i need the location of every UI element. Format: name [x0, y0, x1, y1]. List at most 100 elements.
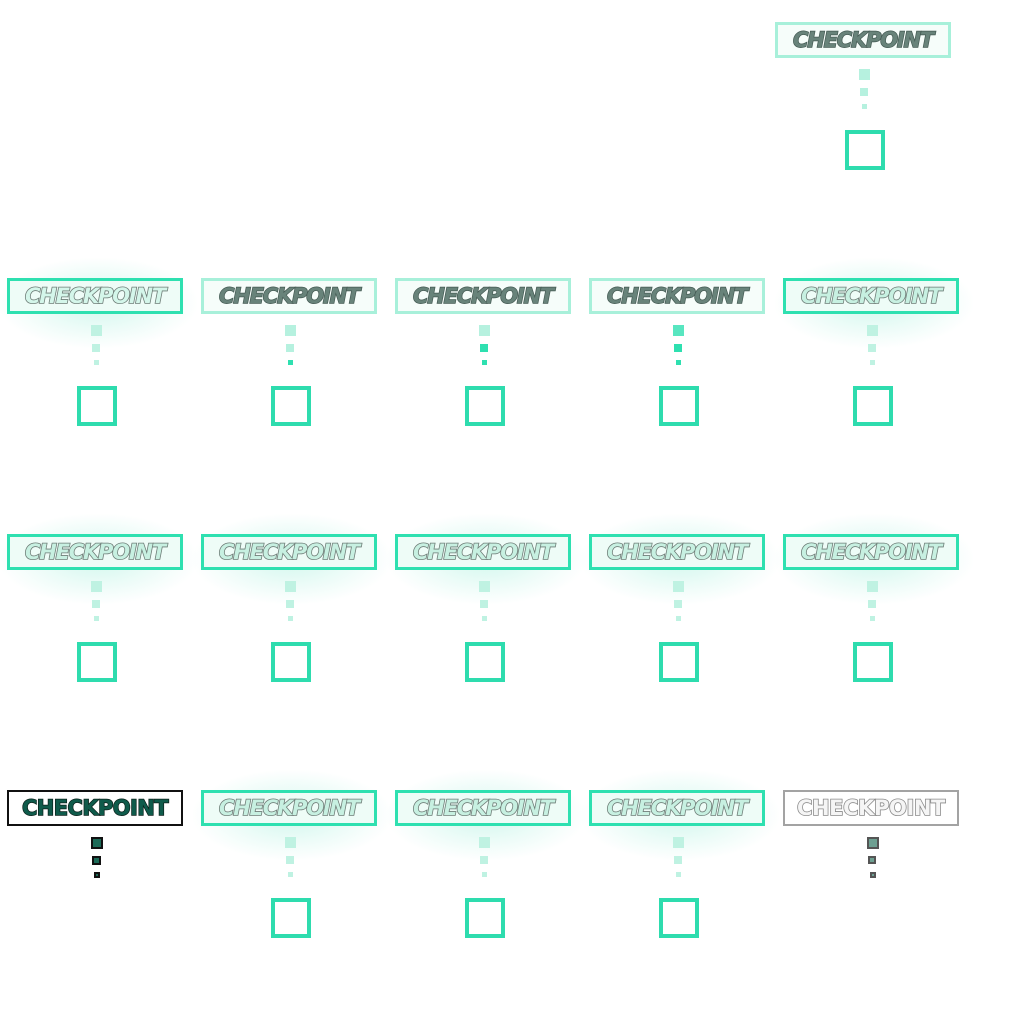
trail-dot-icon: [92, 344, 100, 352]
sign-label: CHECKPOINT: [24, 283, 167, 309]
sign-label: CHECKPOINT: [24, 539, 167, 565]
checkpoint-sprite-r3c2: CHECKPOINT: [387, 770, 585, 960]
trail-dot-icon: [479, 581, 490, 592]
checkpoint-sign-icon: CHECKPOINT: [589, 790, 765, 826]
trail-dot-icon: [482, 360, 487, 365]
trail-dot-icon: [867, 837, 879, 849]
trail-dot-icon: [480, 856, 488, 864]
checkpoint-marker-icon: [77, 642, 117, 682]
trail-dot-icon: [673, 325, 684, 336]
trail-dot-icon: [480, 344, 488, 352]
checkpoint-marker-icon: [465, 642, 505, 682]
trail-dot-icon: [480, 600, 488, 608]
checkpoint-sprite-r3c0: CHECKPOINT: [7, 790, 189, 960]
checkpoint-sign-icon: CHECKPOINT: [783, 790, 959, 826]
sign-label: CHECKPOINT: [412, 539, 555, 565]
checkpoint-sprite-r2c3: CHECKPOINT: [581, 514, 779, 704]
checkpoint-sign-icon: CHECKPOINT: [783, 278, 959, 314]
checkpoint-sprite-r2c2: CHECKPOINT: [387, 514, 585, 704]
trail-dot-icon: [286, 600, 294, 608]
trail-dot-icon: [673, 837, 684, 848]
checkpoint-sprite-r3c3: CHECKPOINT: [581, 770, 779, 960]
sign-label: CHECKPOINT: [800, 283, 943, 309]
checkpoint-marker-icon: [853, 642, 893, 682]
trail-dot-icon: [674, 600, 682, 608]
checkpoint-marker-icon: [271, 642, 311, 682]
checkpoint-sign-icon: CHECKPOINT: [7, 790, 183, 826]
checkpoint-sign-icon: CHECKPOINT: [201, 790, 377, 826]
sign-label: CHECKPOINT: [800, 539, 943, 565]
trail-dot-icon: [870, 616, 875, 621]
checkpoint-marker-icon: [271, 898, 311, 938]
trail-dot-icon: [91, 325, 102, 336]
trail-dot-icon: [92, 856, 101, 865]
trail-dot-icon: [285, 837, 296, 848]
trail-dot-icon: [94, 872, 100, 878]
checkpoint-sprite-r1c0: CHECKPOINT: [0, 258, 197, 448]
sign-label: CHECKPOINT: [218, 539, 361, 565]
checkpoint-sprite-r0c4: CHECKPOINT: [775, 22, 957, 192]
trail-dot-icon: [288, 360, 293, 365]
checkpoint-sprite-r2c0: CHECKPOINT: [0, 514, 197, 704]
trail-dot-icon: [674, 856, 682, 864]
trail-dot-icon: [286, 856, 294, 864]
trail-dot-icon: [868, 600, 876, 608]
trail-dot-icon: [860, 88, 868, 96]
trail-dot-icon: [288, 872, 293, 877]
checkpoint-marker-icon: [465, 898, 505, 938]
sign-label: CHECKPOINT: [606, 283, 749, 308]
checkpoint-marker-icon: [659, 898, 699, 938]
sign-label: CHECKPOINT: [606, 539, 749, 565]
trail-dot-icon: [867, 325, 878, 336]
checkpoint-sprite-r1c2: CHECKPOINT: [395, 278, 577, 448]
checkpoint-sprite-r1c4: CHECKPOINT: [775, 258, 973, 448]
trail-dot-icon: [859, 69, 870, 80]
trail-dot-icon: [94, 616, 99, 621]
checkpoint-sign-icon: CHECKPOINT: [395, 278, 571, 314]
trail-dot-icon: [285, 581, 296, 592]
checkpoint-marker-icon: [271, 386, 311, 426]
sign-label: CHECKPOINT: [21, 795, 169, 820]
trail-dot-icon: [870, 872, 876, 878]
sign-label: CHECKPOINT: [218, 283, 361, 308]
checkpoint-sprite-r2c1: CHECKPOINT: [193, 514, 391, 704]
trail-dot-icon: [868, 856, 876, 864]
trail-dot-icon: [288, 616, 293, 621]
sign-label: CHECKPOINT: [792, 27, 935, 52]
checkpoint-sign-icon: CHECKPOINT: [395, 534, 571, 570]
trail-dot-icon: [285, 325, 296, 336]
checkpoint-sprite-r2c4: CHECKPOINT: [775, 514, 973, 704]
trail-dot-icon: [870, 360, 875, 365]
trail-dot-icon: [91, 581, 102, 592]
trail-dot-icon: [676, 872, 681, 877]
checkpoint-sprite-r1c3: CHECKPOINT: [589, 278, 771, 448]
checkpoint-marker-icon: [659, 386, 699, 426]
sign-label: CHECKPOINT: [796, 795, 946, 821]
checkpoint-sprite-r1c1: CHECKPOINT: [201, 278, 383, 448]
checkpoint-sign-icon: CHECKPOINT: [589, 278, 765, 314]
trail-dot-icon: [479, 837, 490, 848]
sign-label: CHECKPOINT: [412, 795, 555, 821]
trail-dot-icon: [674, 344, 682, 352]
checkpoint-marker-icon: [659, 642, 699, 682]
checkpoint-marker-icon: [845, 130, 885, 170]
checkpoint-marker-icon: [77, 386, 117, 426]
trail-dot-icon: [673, 581, 684, 592]
checkpoint-marker-icon: [853, 386, 893, 426]
trail-dot-icon: [479, 325, 490, 336]
trail-dot-icon: [676, 360, 681, 365]
trail-dot-icon: [862, 104, 867, 109]
sign-label: CHECKPOINT: [218, 795, 361, 821]
trail-dot-icon: [286, 344, 294, 352]
trail-dot-icon: [676, 616, 681, 621]
checkpoint-sign-icon: CHECKPOINT: [783, 534, 959, 570]
checkpoint-sign-icon: CHECKPOINT: [201, 534, 377, 570]
trail-dot-icon: [482, 616, 487, 621]
trail-dot-icon: [868, 344, 876, 352]
sign-label: CHECKPOINT: [606, 795, 749, 821]
checkpoint-sign-icon: CHECKPOINT: [589, 534, 765, 570]
trail-dot-icon: [92, 600, 100, 608]
trail-dot-icon: [867, 581, 878, 592]
trail-dot-icon: [482, 872, 487, 877]
trail-dot-icon: [91, 837, 103, 849]
